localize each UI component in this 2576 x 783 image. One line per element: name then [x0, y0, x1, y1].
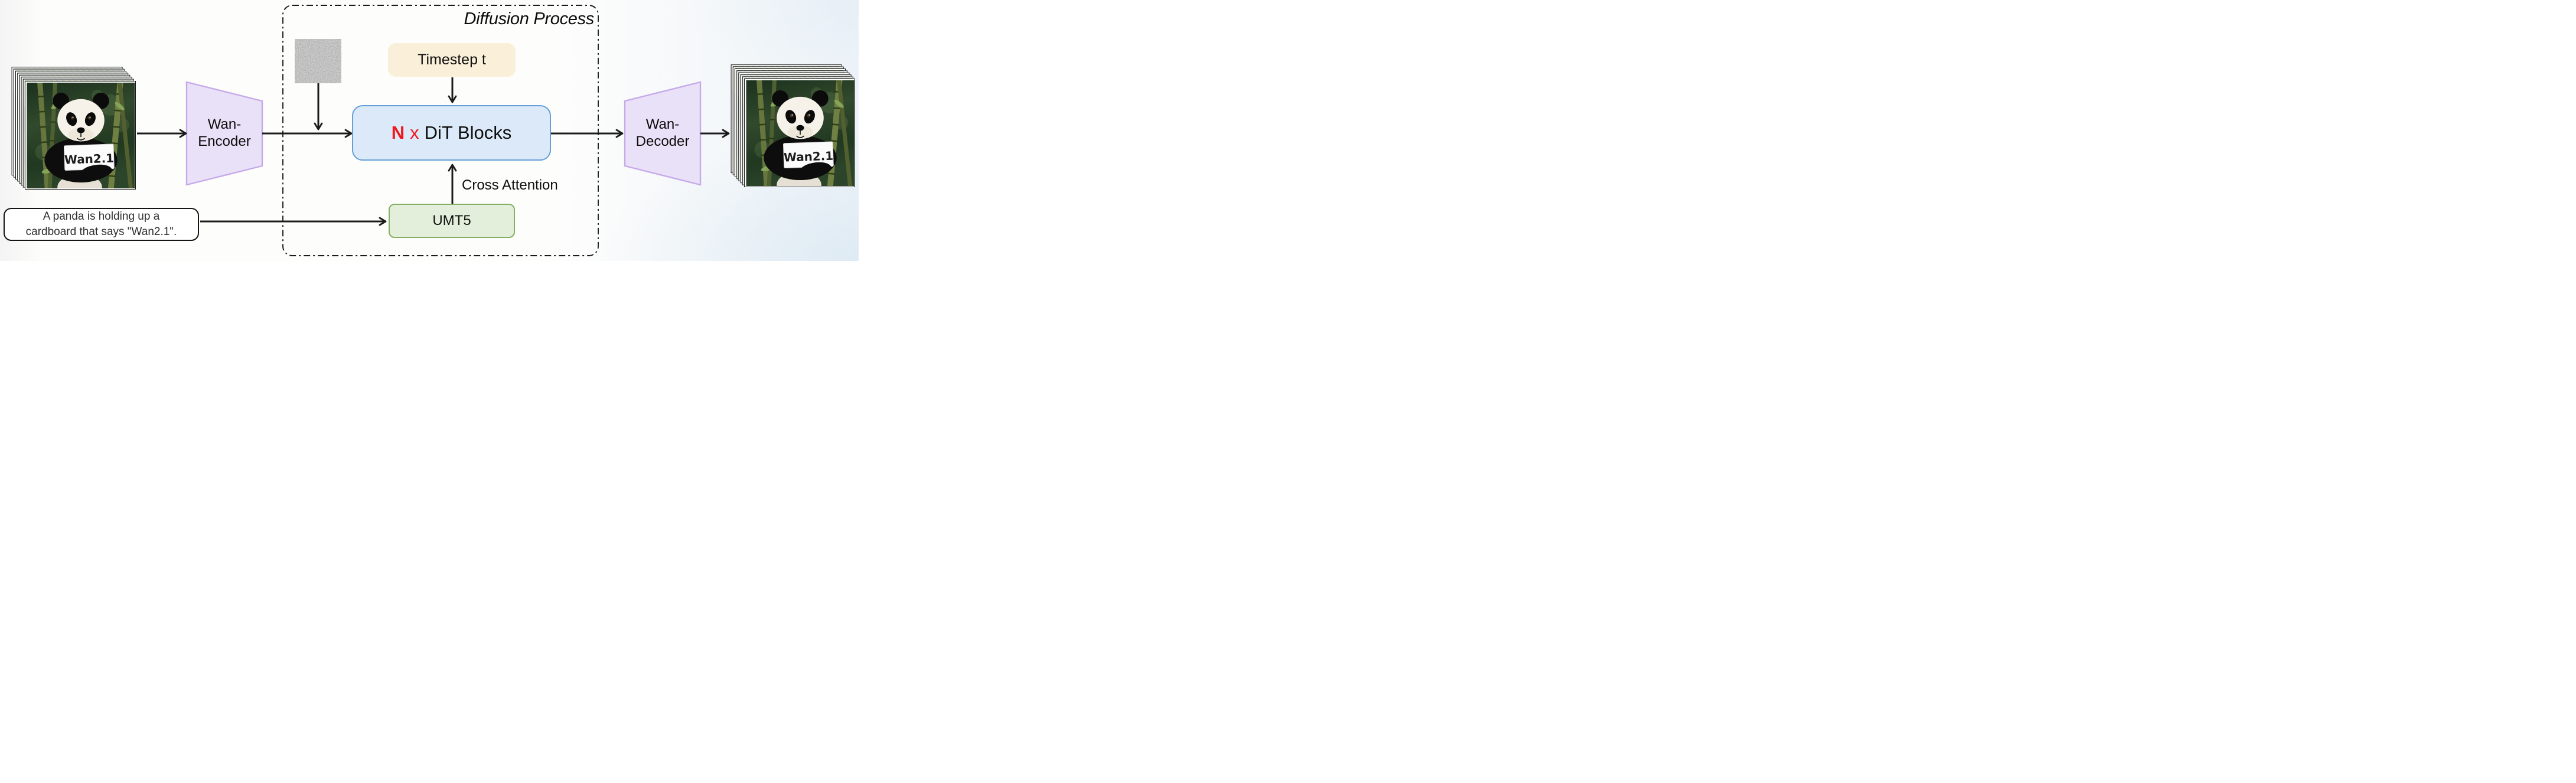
dit-multiplier: N [391, 122, 405, 143]
wan-decoder-label: Wan- Decoder [625, 116, 700, 151]
noise-image [295, 39, 341, 83]
prompt-line2: cardboard that says "Wan2.1". [25, 226, 177, 238]
timestep-box: Timestep t [388, 43, 516, 77]
wan-decoder-line2: Decoder [635, 133, 690, 149]
umt5-label: UMT5 [432, 213, 471, 229]
wan-decoder-line1: Wan- [645, 116, 680, 132]
dit-blocks-box: N x DiT Blocks [352, 105, 551, 161]
video-frame-front: Wan2.1 [744, 79, 855, 187]
output-video-frame-stack: Wan2.1 [731, 64, 855, 187]
cardboard-sign: Wan2.1 [63, 143, 115, 171]
wan-encoder-line1: Wan- [207, 116, 242, 132]
wan-encoder-label: Wan- Encoder [187, 116, 262, 151]
prompt-box: A panda is holding up a cardboard that s… [4, 208, 199, 241]
dit-times-sign: x [410, 122, 419, 143]
dit-blocks-label: DiT Blocks [424, 122, 512, 143]
diffusion-process-title: Diffusion Process [464, 9, 594, 28]
panda-photo: Wan2.1 [27, 82, 135, 188]
panda-photo: Wan2.1 [746, 80, 854, 186]
sign-text: Wan2.1 [783, 149, 833, 164]
video-frame-front: Wan2.1 [25, 81, 136, 190]
timestep-label: Timestep t [418, 51, 486, 68]
wan21-architecture-diagram: Wan2.1 [0, 0, 859, 261]
panda: Wan2.1 [44, 92, 118, 188]
input-video-frame-stack: Wan2.1 [11, 67, 136, 190]
prompt-line1: A panda is holding up a [43, 210, 160, 223]
wan-encoder-line2: Encoder [198, 133, 251, 149]
sign-text: Wan2.1 [64, 151, 114, 167]
umt5-box: UMT5 [389, 204, 515, 238]
panda: Wan2.1 [763, 90, 837, 186]
cross-attention-label: Cross Attention [462, 177, 558, 193]
